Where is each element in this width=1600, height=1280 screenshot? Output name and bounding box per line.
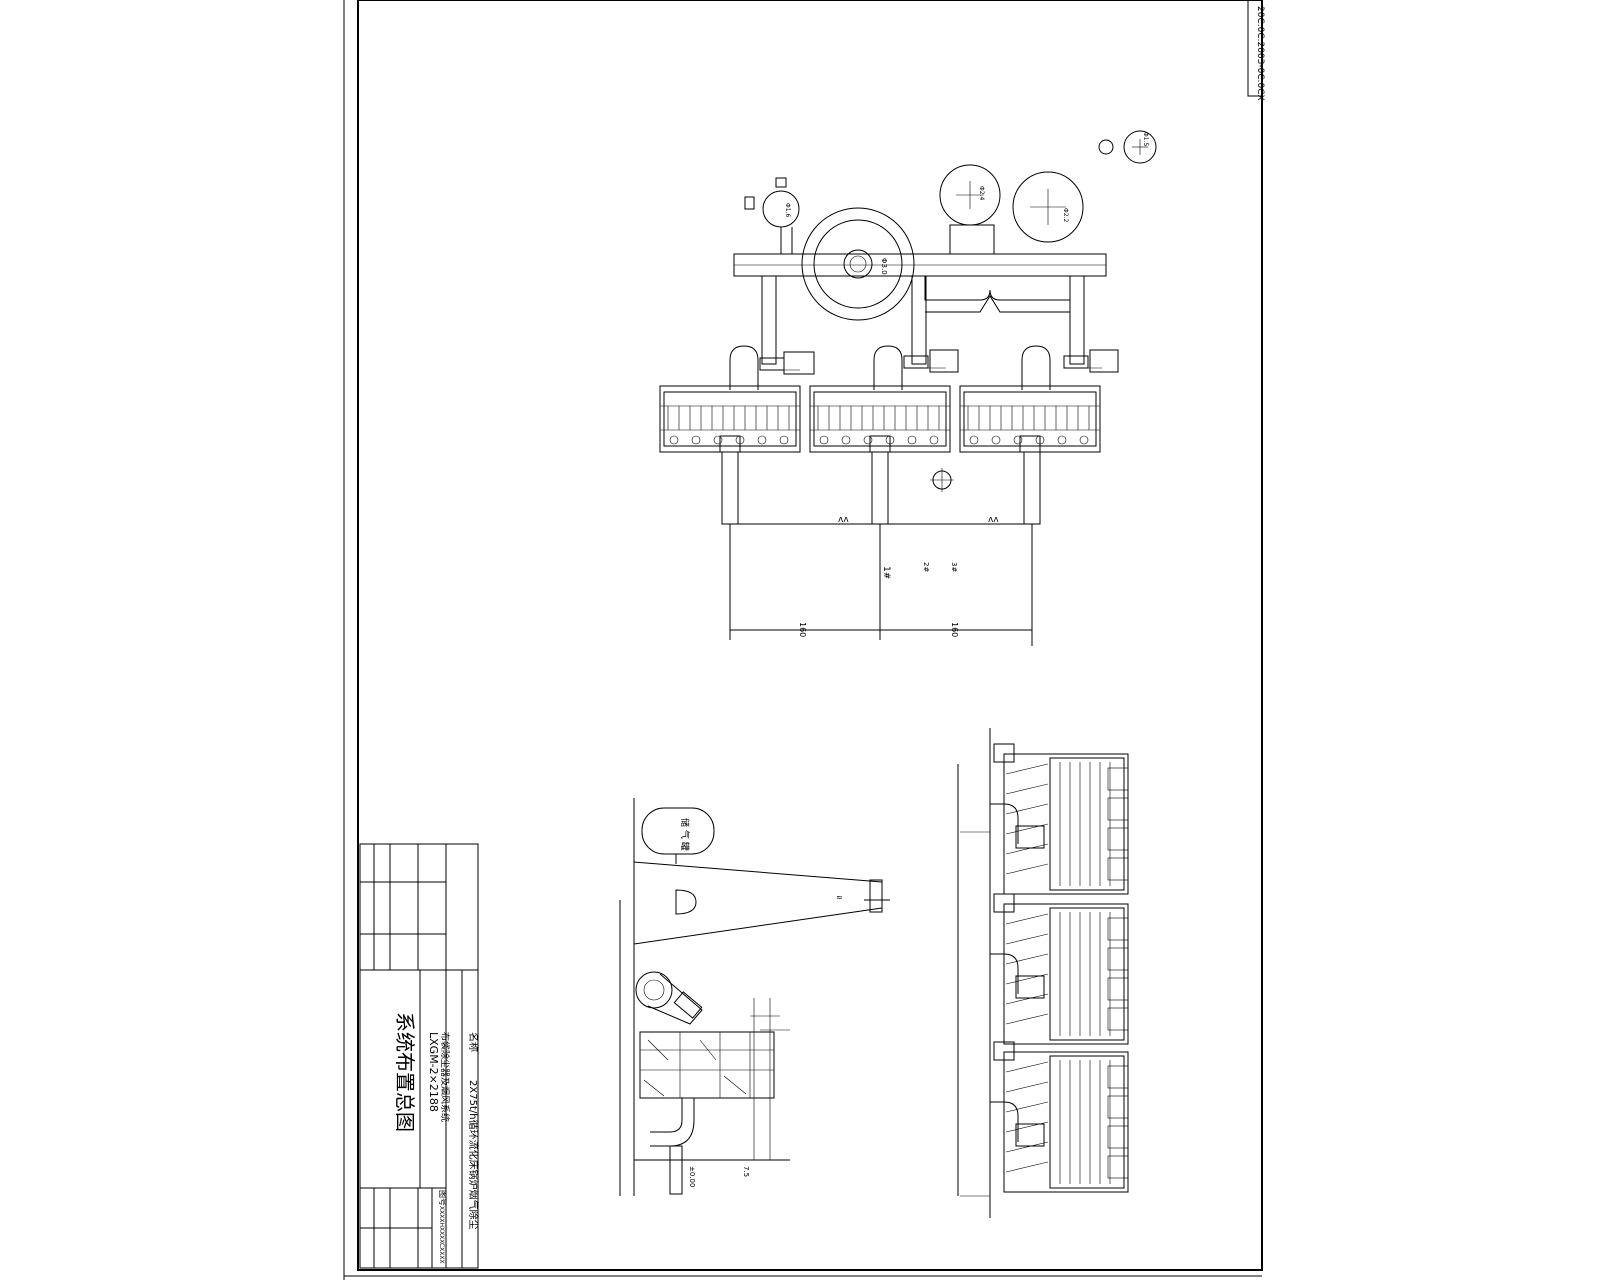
induced-draft-fan: Φ3.0 bbox=[801, 207, 915, 321]
drawing-number: XXXXHXXXXCXXXX bbox=[438, 1206, 445, 1264]
side-fan bbox=[635, 971, 703, 1025]
elevation-ground: ±0.00 bbox=[688, 1166, 696, 1187]
front-unit-1 bbox=[990, 743, 1129, 895]
marker-note: Φ1.5 bbox=[1142, 132, 1149, 146]
corner-tag: 20C.0C.2003-0C.0CX bbox=[1247, 0, 1265, 101]
fan-dia-note: Φ3.0 bbox=[880, 258, 888, 275]
svg-text:ʌʌ: ʌʌ bbox=[988, 515, 999, 525]
project-name: 2X75t/h循环流化床锅炉烟气除尘 bbox=[467, 1080, 480, 1230]
plan-dimensions: 160 160 1# 2# 3# bbox=[729, 524, 1033, 646]
medium-tank: Φ2.4 bbox=[939, 164, 1001, 255]
drawing-title: 系统布置总图 bbox=[393, 1012, 417, 1132]
label-drawing-no: 图号 bbox=[438, 1190, 447, 1206]
dust-collector-units-front bbox=[990, 743, 1129, 1193]
corner-tag-text: 20C.0C.2003-0C.0CX bbox=[1255, 6, 1265, 101]
valve-group-3 bbox=[1021, 345, 1119, 390]
side-view: 储 气 罐 ≈ bbox=[619, 798, 890, 1196]
valve-group-2 bbox=[873, 345, 959, 390]
chimney: ≈ bbox=[633, 861, 890, 945]
sheet-border bbox=[343, 0, 1263, 1280]
svg-text:1#: 1# bbox=[881, 566, 891, 579]
small-tank-note: Φ1.6 bbox=[784, 203, 791, 217]
large-tank: Φ2.2 bbox=[1012, 171, 1084, 243]
large-tank-note: Φ2.2 bbox=[1062, 208, 1069, 222]
svg-text:2#: 2# bbox=[922, 562, 930, 572]
valve-group-1 bbox=[729, 345, 815, 390]
medium-tank-note: Φ2.4 bbox=[978, 186, 985, 200]
plan-module-2 bbox=[809, 385, 951, 453]
svg-text:ʌʌ: ʌʌ bbox=[838, 515, 849, 525]
small-tank-left: Φ1.6 bbox=[744, 177, 800, 254]
elevation-top: 7.5 bbox=[742, 1166, 750, 1177]
tank-label: 储 气 罐 bbox=[679, 818, 691, 851]
svg-text:3#: 3# bbox=[950, 562, 958, 572]
plan-view: Φ3.0 Φ1.6 Φ2.4 Φ2.2 bbox=[659, 130, 1157, 646]
plan-module-1 bbox=[659, 385, 801, 453]
device-name: 布袋除尘器及烟风系统 bbox=[439, 1032, 451, 1122]
label-name: 名称 bbox=[467, 1032, 480, 1052]
plan-module-3 bbox=[959, 385, 1101, 453]
front-view bbox=[957, 728, 1129, 1218]
front-unit-3 bbox=[990, 1041, 1129, 1193]
dimension-right: 160 bbox=[950, 622, 959, 637]
dimension-left: 160 bbox=[798, 622, 807, 637]
title-block: 名称 2X75t/h循环流化床锅炉烟气除尘 LXGM-2×2188 布袋除尘器及… bbox=[359, 843, 480, 1269]
north-marker: Φ1.5 bbox=[1098, 130, 1157, 164]
air-storage-tank: 储 气 罐 bbox=[641, 807, 715, 864]
dust-collector-modules-plan bbox=[659, 385, 1101, 453]
model-number: LXGM-2×2188 bbox=[427, 1032, 440, 1112]
svg-text:≈: ≈ bbox=[836, 893, 843, 902]
side-hatches bbox=[643, 1039, 747, 1097]
front-unit-2 bbox=[990, 893, 1129, 1045]
